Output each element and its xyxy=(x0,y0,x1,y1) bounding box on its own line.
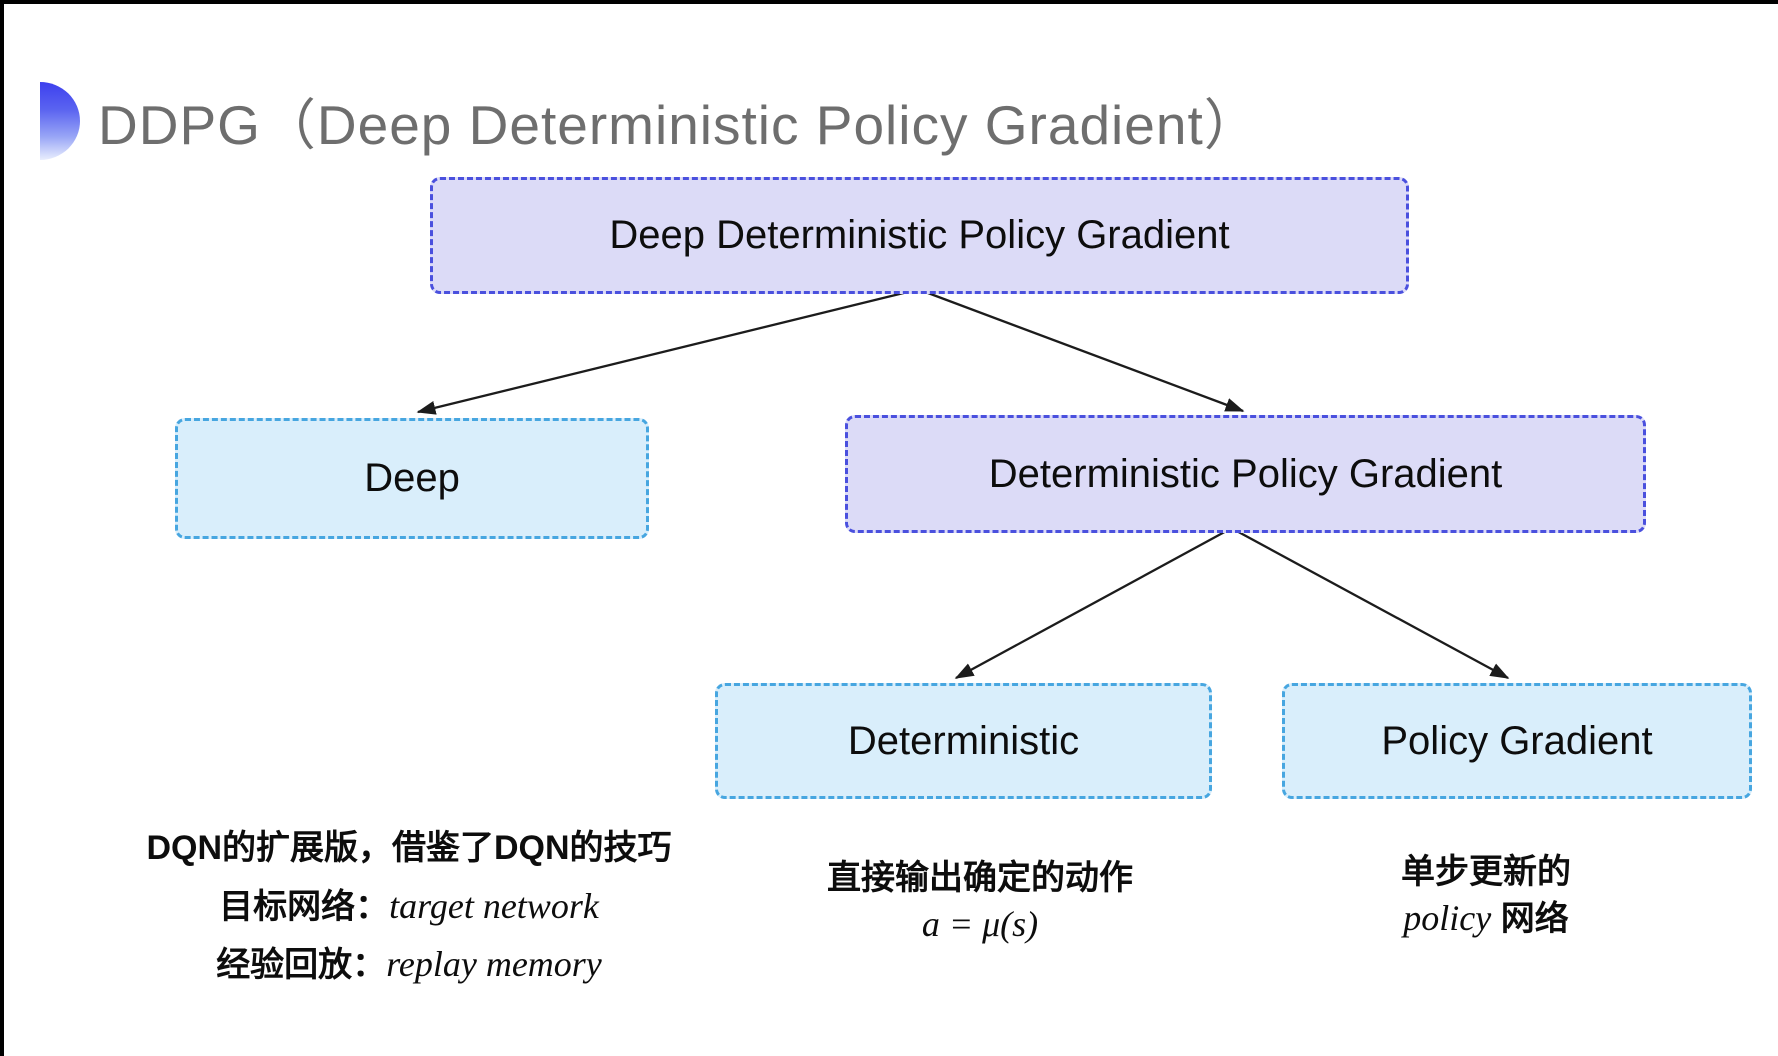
annotation-deep-line2-label: 目标网络： xyxy=(219,888,390,926)
annotation-deterministic-line1: 直接输出确定的动作 xyxy=(827,859,1133,897)
node-dpg: Deterministic Policy Gradient xyxy=(845,415,1646,533)
frame-top-border xyxy=(0,0,1778,4)
annotation-deterministic-formula: a = μ(s) xyxy=(921,904,1039,944)
annotation-policy-gradient-line2-term: policy xyxy=(1403,898,1492,938)
annotation-policy-gradient-line2: policy 网络 xyxy=(1403,896,1568,940)
annotation-deep-line3: 经验回放：replay memory xyxy=(216,942,602,986)
node-deterministic: Deterministic xyxy=(715,683,1212,799)
arrow-dpg-to-deterministic xyxy=(954,527,1231,680)
page-title: DDPG（Deep Deterministic Policy Gradient） xyxy=(98,94,1260,156)
annotation-deep-line1: DQN的扩展版，借鉴了DQN的技巧 xyxy=(146,829,672,867)
node-policy-gradient: Policy Gradient xyxy=(1282,683,1752,799)
frame-left-border xyxy=(0,0,4,1056)
arrow-dpg-to-policy-gradient xyxy=(1232,527,1510,680)
annotation-deterministic: 直接输出确定的动作 a = μ(s) xyxy=(760,856,1200,946)
annotation-deep-line3-term: replay memory xyxy=(386,944,602,984)
node-root: Deep Deterministic Policy Gradient xyxy=(430,177,1409,294)
annotation-deep: DQN的扩展版，借鉴了DQN的技巧 目标网络：target network 经验… xyxy=(128,826,690,986)
annotation-deep-line3-label: 经验回放： xyxy=(216,946,387,984)
arrow-root-to-deep xyxy=(416,288,917,415)
arrow-root-to-dpg xyxy=(919,288,1245,413)
annotation-policy-gradient-line1: 单步更新的 xyxy=(1401,853,1571,891)
annotation-deep-line2-term: target network xyxy=(389,886,599,926)
annotation-policy-gradient-line2-label: 网络 xyxy=(1491,900,1569,938)
annotation-policy-gradient: 单步更新的 policy 网络 xyxy=(1266,850,1706,940)
annotation-deep-line2: 目标网络：target network xyxy=(219,884,599,928)
node-deep: Deep xyxy=(175,418,649,539)
